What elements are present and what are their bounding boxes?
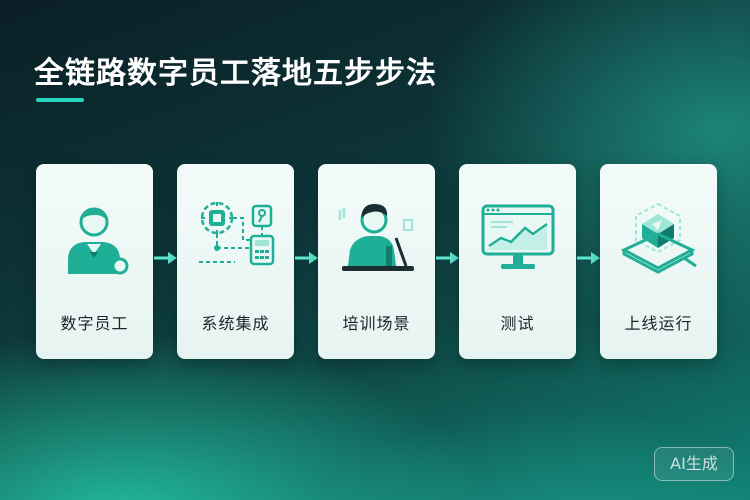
step-label: 上线运行 [624, 314, 693, 333]
arrow-right-icon [295, 252, 318, 264]
step-card-launch[interactable]: 上线运行 [600, 164, 717, 359]
digital-employee-icon [68, 207, 129, 275]
step-card-system-integration[interactable]: 系统集成 [177, 164, 294, 359]
system-integration-icon [199, 201, 275, 266]
arrow-right-icon [577, 252, 600, 264]
step-card-training-scene[interactable]: 培训场景 [318, 164, 435, 359]
step-label: 测试 [500, 314, 535, 333]
step-card-test[interactable]: 测试 [459, 164, 576, 359]
arrow-right-icon [154, 252, 177, 264]
step-label: 培训场景 [342, 314, 411, 333]
step-label: 数字员工 [60, 314, 129, 333]
monitor-chart-icon [481, 204, 555, 269]
training-scene-icon [338, 204, 414, 271]
launch-platform-icon [620, 202, 697, 274]
page-title: 全链路数字员工落地五步步法 [34, 56, 437, 91]
arrow-right-icon [436, 252, 459, 264]
ai-generated-badge: AI生成 [654, 447, 734, 481]
title-underline [36, 98, 84, 102]
step-card-digital-employee[interactable]: 数字员工 [36, 164, 153, 359]
step-label: 系统集成 [201, 314, 270, 333]
